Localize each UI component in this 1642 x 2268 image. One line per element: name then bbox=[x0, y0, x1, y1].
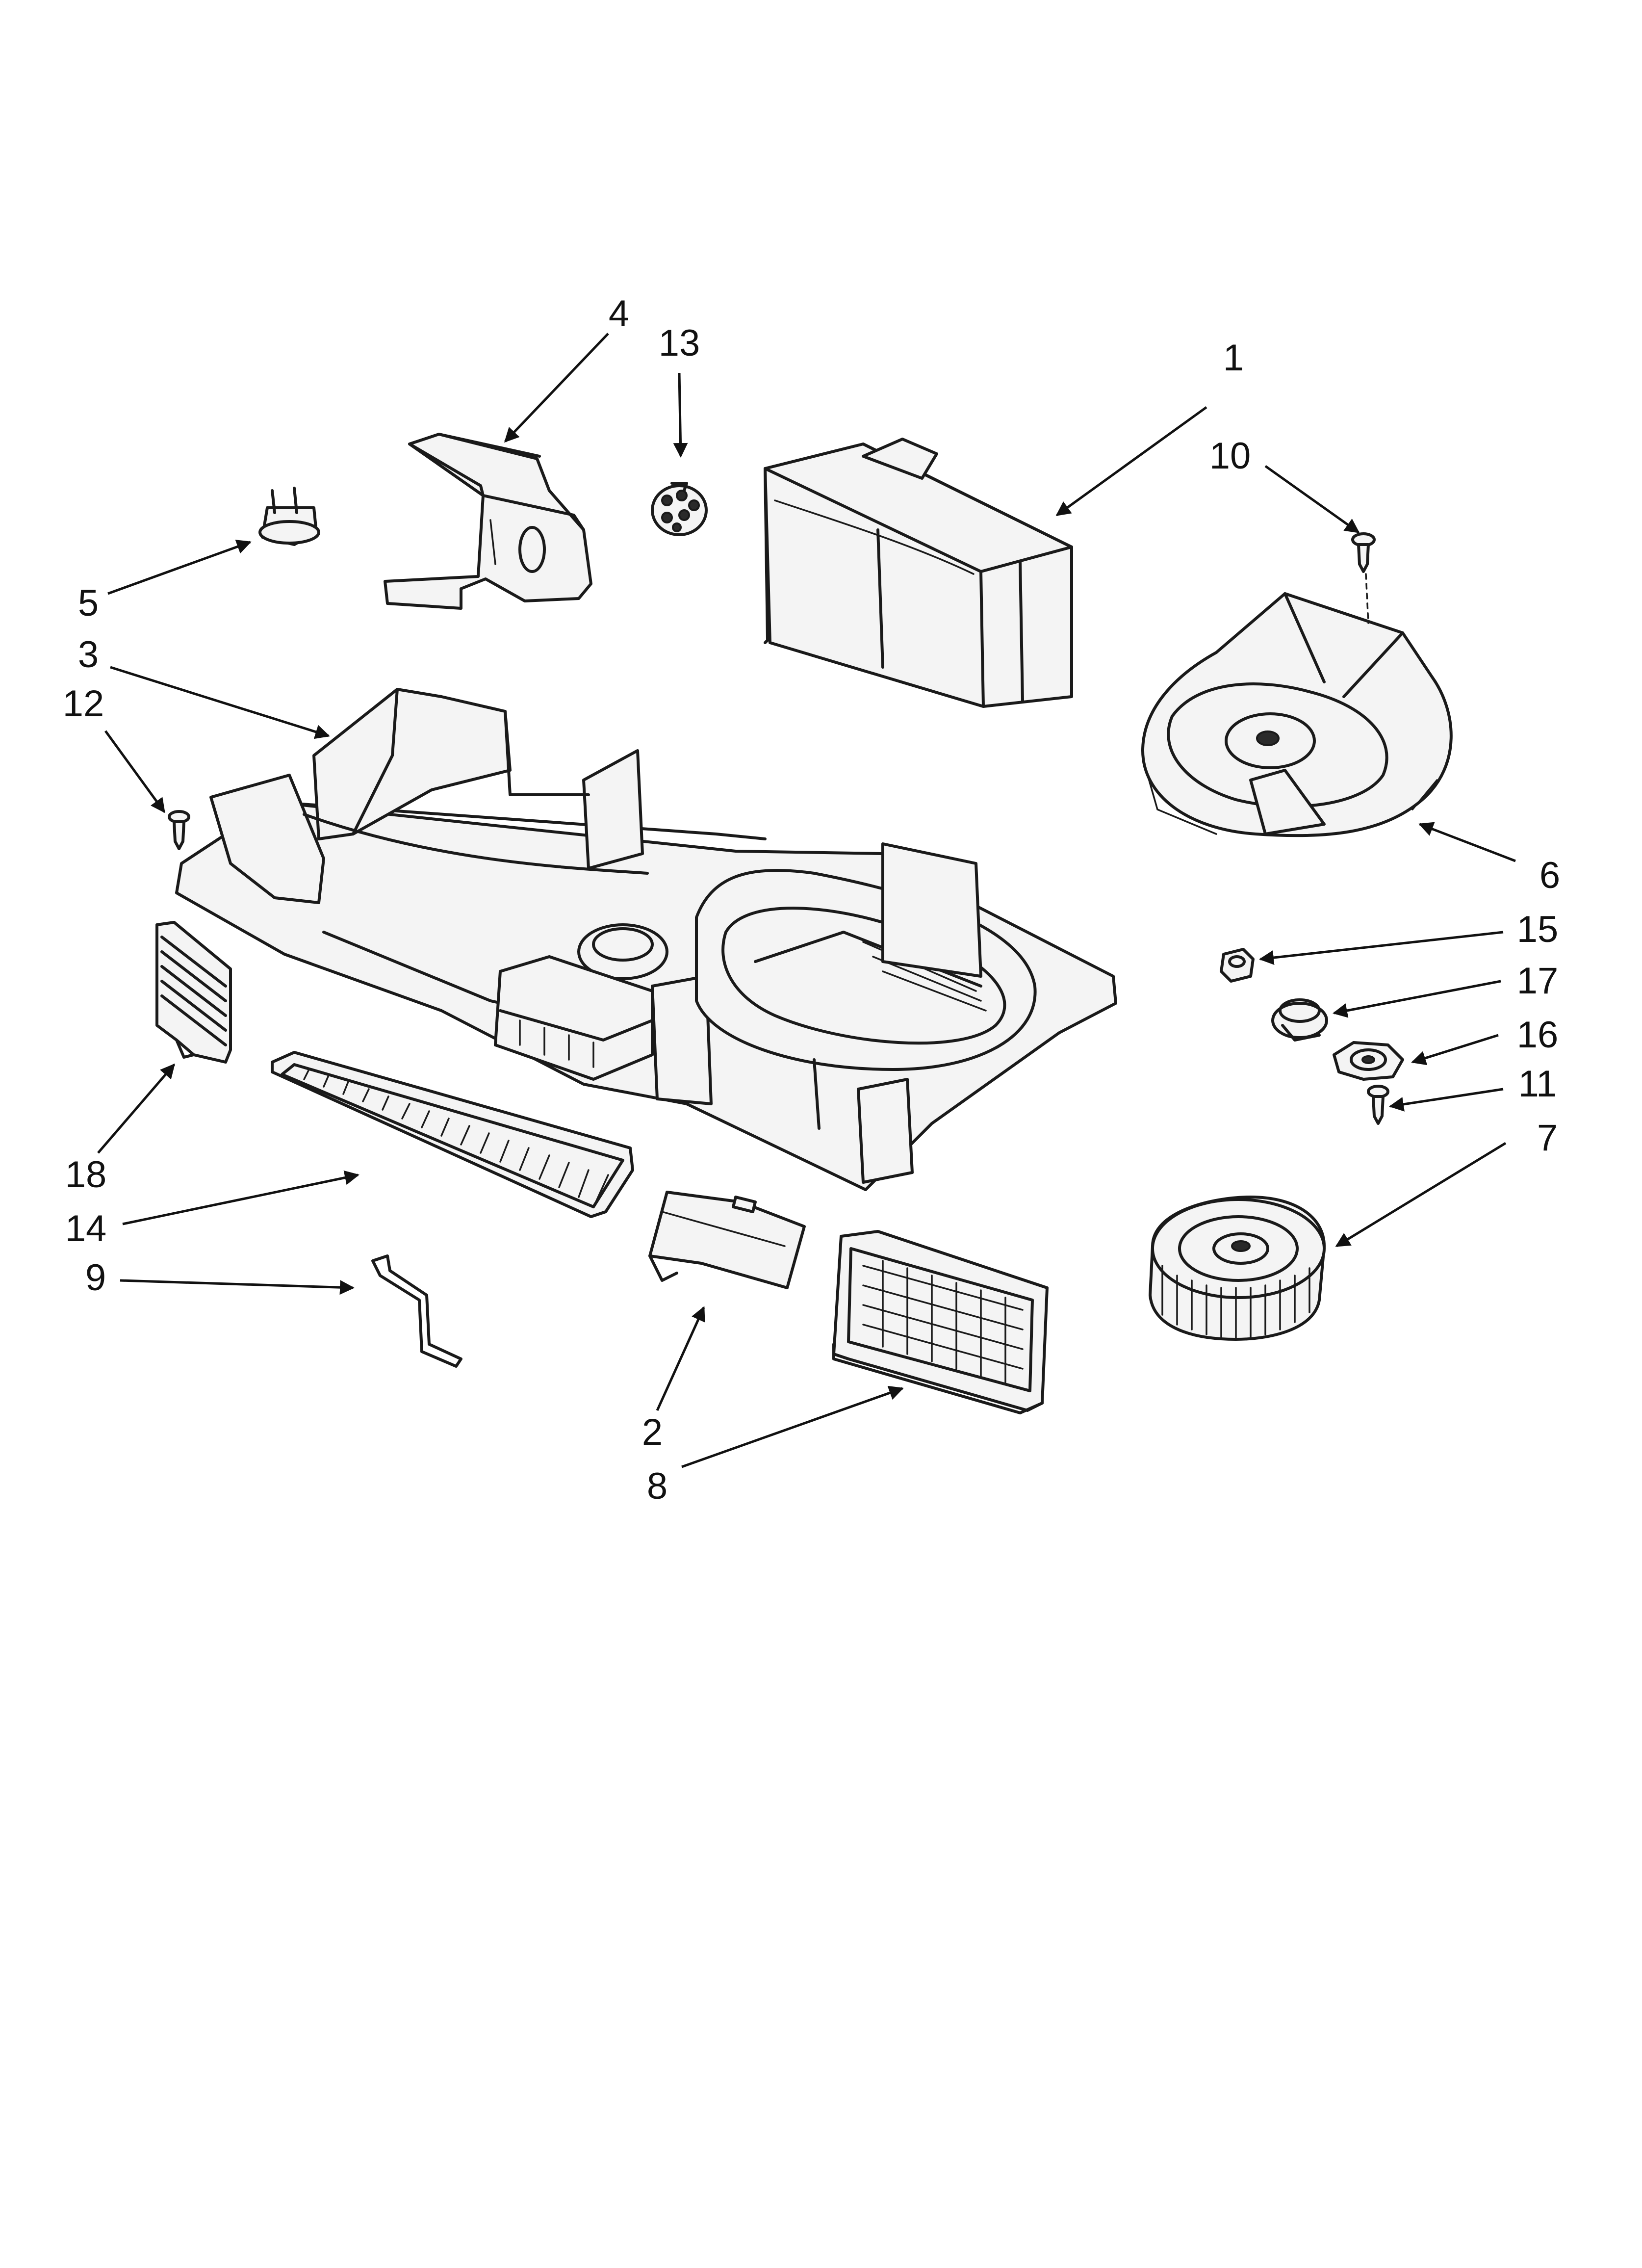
part-cover-plate bbox=[648, 1191, 806, 1289]
callout-8: 8 bbox=[647, 1465, 667, 1507]
part-nut bbox=[1220, 948, 1255, 983]
callout-13: 13 bbox=[659, 322, 700, 364]
callout-11: 11 bbox=[1518, 1063, 1557, 1105]
callout-4: 4 bbox=[609, 293, 629, 335]
part-charcoal-filter bbox=[832, 1230, 1049, 1414]
callout-labels: 4 13 1 10 5 3 12 6 15 17 16 11 7 18 14 9… bbox=[63, 293, 1560, 1507]
callout-1: 1 bbox=[1223, 337, 1244, 379]
part-screw-10 bbox=[1351, 532, 1376, 624]
callout-2: 2 bbox=[642, 1411, 663, 1453]
part-grille bbox=[271, 1051, 634, 1218]
callout-12: 12 bbox=[63, 683, 104, 725]
callout-5: 5 bbox=[78, 582, 99, 624]
callout-3: 3 bbox=[78, 634, 99, 676]
callout-14: 14 bbox=[65, 1208, 107, 1250]
callout-10: 10 bbox=[1209, 435, 1251, 477]
callout-17: 17 bbox=[1517, 960, 1559, 1002]
callout-9: 9 bbox=[85, 1257, 106, 1299]
part-screw-12 bbox=[168, 810, 190, 850]
part-round-vent bbox=[651, 482, 708, 536]
part-thermal-switch bbox=[258, 487, 320, 546]
part-blower-housing bbox=[1141, 592, 1453, 837]
part-clamp-nut bbox=[1271, 998, 1328, 1042]
callout-6: 6 bbox=[1539, 855, 1560, 896]
part-hex-washer bbox=[1333, 1041, 1404, 1081]
callout-15: 15 bbox=[1517, 909, 1559, 950]
part-bracket bbox=[384, 433, 592, 610]
callout-7: 7 bbox=[1537, 1117, 1558, 1159]
part-louver-panel bbox=[155, 921, 232, 1064]
leader-lines bbox=[97, 333, 1516, 1468]
part-base-pan bbox=[175, 688, 1117, 1191]
part-duct bbox=[764, 438, 1073, 708]
part-wire-bracket bbox=[371, 1254, 462, 1368]
part-screw-11 bbox=[1367, 1085, 1389, 1125]
callout-16: 16 bbox=[1517, 1014, 1559, 1056]
part-blower-wheel bbox=[1149, 1196, 1326, 1341]
callout-18: 18 bbox=[65, 1154, 107, 1196]
